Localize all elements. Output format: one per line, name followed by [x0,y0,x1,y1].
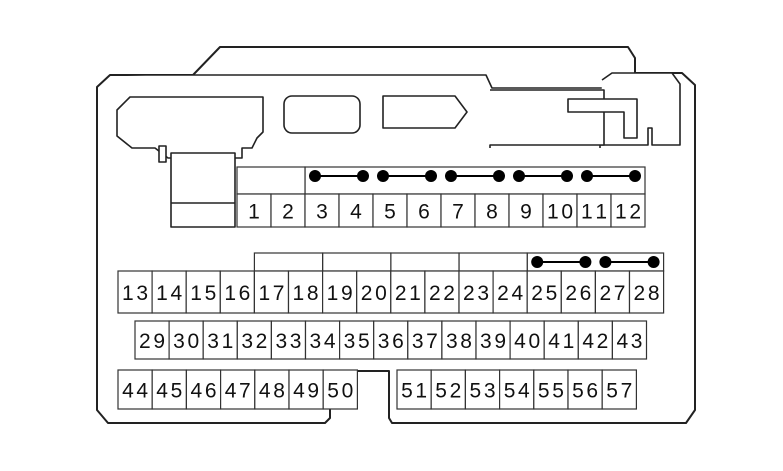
pin-cavity-28 [628,270,665,314]
pin-cavity-53 [464,369,501,410]
pin-cavity-14 [151,270,187,314]
pin-cavity-32 [236,320,273,360]
pin-label-8: 8 [486,201,498,224]
rounded-slot [283,95,361,134]
pin-cavity-37 [407,320,443,360]
pin-label-5: 5 [384,201,396,224]
pin-cap-19-20 [322,252,392,272]
jumper-dot-6 [425,170,437,182]
pin-cavity-21 [390,270,426,314]
pin-cavity-9 [508,193,544,228]
pin-cavity-57 [601,369,638,410]
pin-cavity-35 [339,320,375,360]
right-latch-frame [599,72,681,148]
top-shelf-line [110,74,602,89]
pin-cavity-48 [254,369,290,410]
pin-cavity-40 [509,320,545,360]
pin-cavity-13 [117,270,153,314]
pin-cavity-12 [610,193,646,228]
pin-cap-17-18 [253,252,324,272]
pin-cavity-17 [253,270,290,314]
jumper-dot-3 [309,170,321,182]
pin-cavity-6 [406,193,442,228]
left-key-tab [158,145,167,163]
pin-cavity-15 [185,270,221,314]
pin-cavity-44 [117,369,153,410]
pin-cavity-19 [322,270,358,314]
pin-cavity-46 [185,369,222,410]
pin-cap-21-22 [390,252,460,272]
pin-label-2: 2 [282,201,294,224]
jumper-dot-4 [357,170,369,182]
pin-cavity-51 [396,369,432,410]
pin-cavity-34 [304,320,341,360]
pin-cavity-16 [219,270,256,314]
pin-cavity-25 [526,270,562,314]
pin-cavity-18 [287,270,324,314]
pin-cavity-50 [322,369,359,410]
jumper-dot-27 [599,256,612,268]
pin-cavity-24 [492,270,528,314]
arrow-slot [382,95,468,129]
jumper-dot-25 [531,256,544,268]
pin-cavity-33 [270,320,307,360]
pin-cavity-27 [594,270,631,314]
pin-label-7: 7 [452,201,464,224]
jumper-dot-11 [581,170,593,182]
pin-cavity-39 [475,320,511,360]
pin-cavity-56 [567,369,603,410]
l-key-slot [567,98,638,139]
jumper-dot-26 [579,256,592,268]
pin-cavity-54 [499,369,535,410]
pin-cap-1-2 [236,166,306,195]
jumper-dot-12 [629,170,641,182]
pin-label-1: 1 [248,201,260,224]
jumper-dot-9 [513,170,525,182]
left-key-block [116,96,264,159]
pin-cavity-10 [542,193,578,228]
pin-cavity-5 [372,193,408,228]
jumper-dot-7 [445,170,457,182]
pin-label-3: 3 [316,201,328,224]
left-guide-block [170,152,236,228]
jumper-dot-10 [561,170,573,182]
jumper-dot-28 [647,256,660,268]
pin-label-4: 4 [350,201,362,224]
pin-label-6: 6 [418,201,430,224]
pin-cavity-11 [576,193,612,228]
pin-cap-3-12 [304,166,646,195]
pin-cavity-7 [440,193,476,228]
pin-cavity-52 [430,369,467,410]
jumper-dot-5 [377,170,389,182]
pin-cap-23-24 [458,252,528,272]
pin-cavity-43 [611,320,648,360]
pin-cavity-29 [134,320,170,360]
jumper-dot-8 [493,170,505,182]
pin-cavity-23 [458,270,494,314]
pin-cavity-49 [288,369,324,410]
pin-cavity-4 [338,193,374,228]
pin-cavity-38 [441,320,477,360]
pin-label-9: 9 [520,201,532,224]
pin-cavity-42 [577,320,613,360]
connector-housing [96,46,696,424]
